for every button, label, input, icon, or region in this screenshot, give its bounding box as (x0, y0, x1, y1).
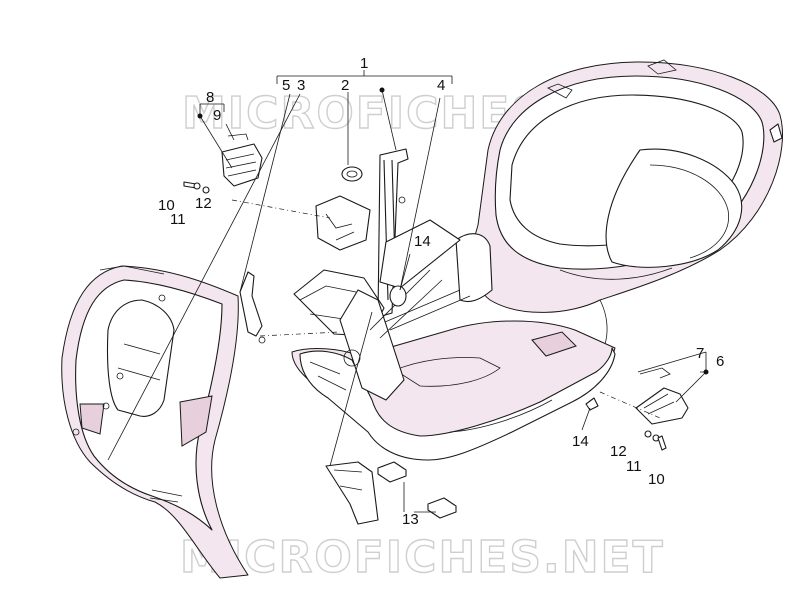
callout-9: 9 (213, 107, 221, 124)
callout-4: 4 (437, 77, 445, 94)
callout-11-right: 11 (626, 458, 642, 475)
front-leg-shield (61, 265, 249, 579)
screw-10-left (183, 181, 210, 194)
callout-12-left: 12 (195, 195, 212, 212)
rubber-pads-13 (377, 461, 457, 519)
callout-14-right: 14 (572, 433, 589, 450)
callout-13: 13 (402, 511, 419, 528)
callout-10-right: 10 (648, 471, 665, 488)
screw-10-right (644, 430, 667, 451)
cable-guide-3 (239, 271, 266, 344)
callout-14-left: 14 (414, 233, 431, 250)
callout-labels: 1 2 3 4 5 6 7 8 9 10 10 11 11 12 12 13 1… (158, 55, 724, 528)
grommet-2 (341, 166, 363, 182)
callout-6: 6 (716, 353, 724, 370)
clip-14-right (585, 397, 599, 411)
plug-14-left (389, 285, 407, 307)
callout-3: 3 (297, 77, 305, 94)
floor-footboard (291, 320, 616, 461)
callout-8: 8 (206, 89, 214, 106)
callout-12-right: 12 (610, 443, 627, 460)
watermark-bottom: MICROFICHES.NET (180, 532, 665, 583)
alignment-line-2 (259, 331, 341, 337)
callout-10-left: 10 (158, 197, 175, 214)
callout-7: 7 (696, 345, 704, 362)
leader-dots (197, 87, 709, 375)
alignment-line-3 (599, 391, 661, 419)
callout-5: 5 (282, 77, 290, 94)
horn-cover-bracket (221, 133, 263, 187)
frame-center (293, 148, 493, 401)
side-plate-right-6 (635, 367, 689, 425)
alignment-line-1 (231, 199, 331, 219)
callout-11-left: 11 (170, 211, 186, 228)
callout-1: 1 (360, 55, 368, 72)
leader-lines (107, 70, 707, 513)
rear-body-shell (472, 59, 783, 361)
bracket-lower (325, 461, 379, 525)
callout-2: 2 (341, 77, 349, 94)
